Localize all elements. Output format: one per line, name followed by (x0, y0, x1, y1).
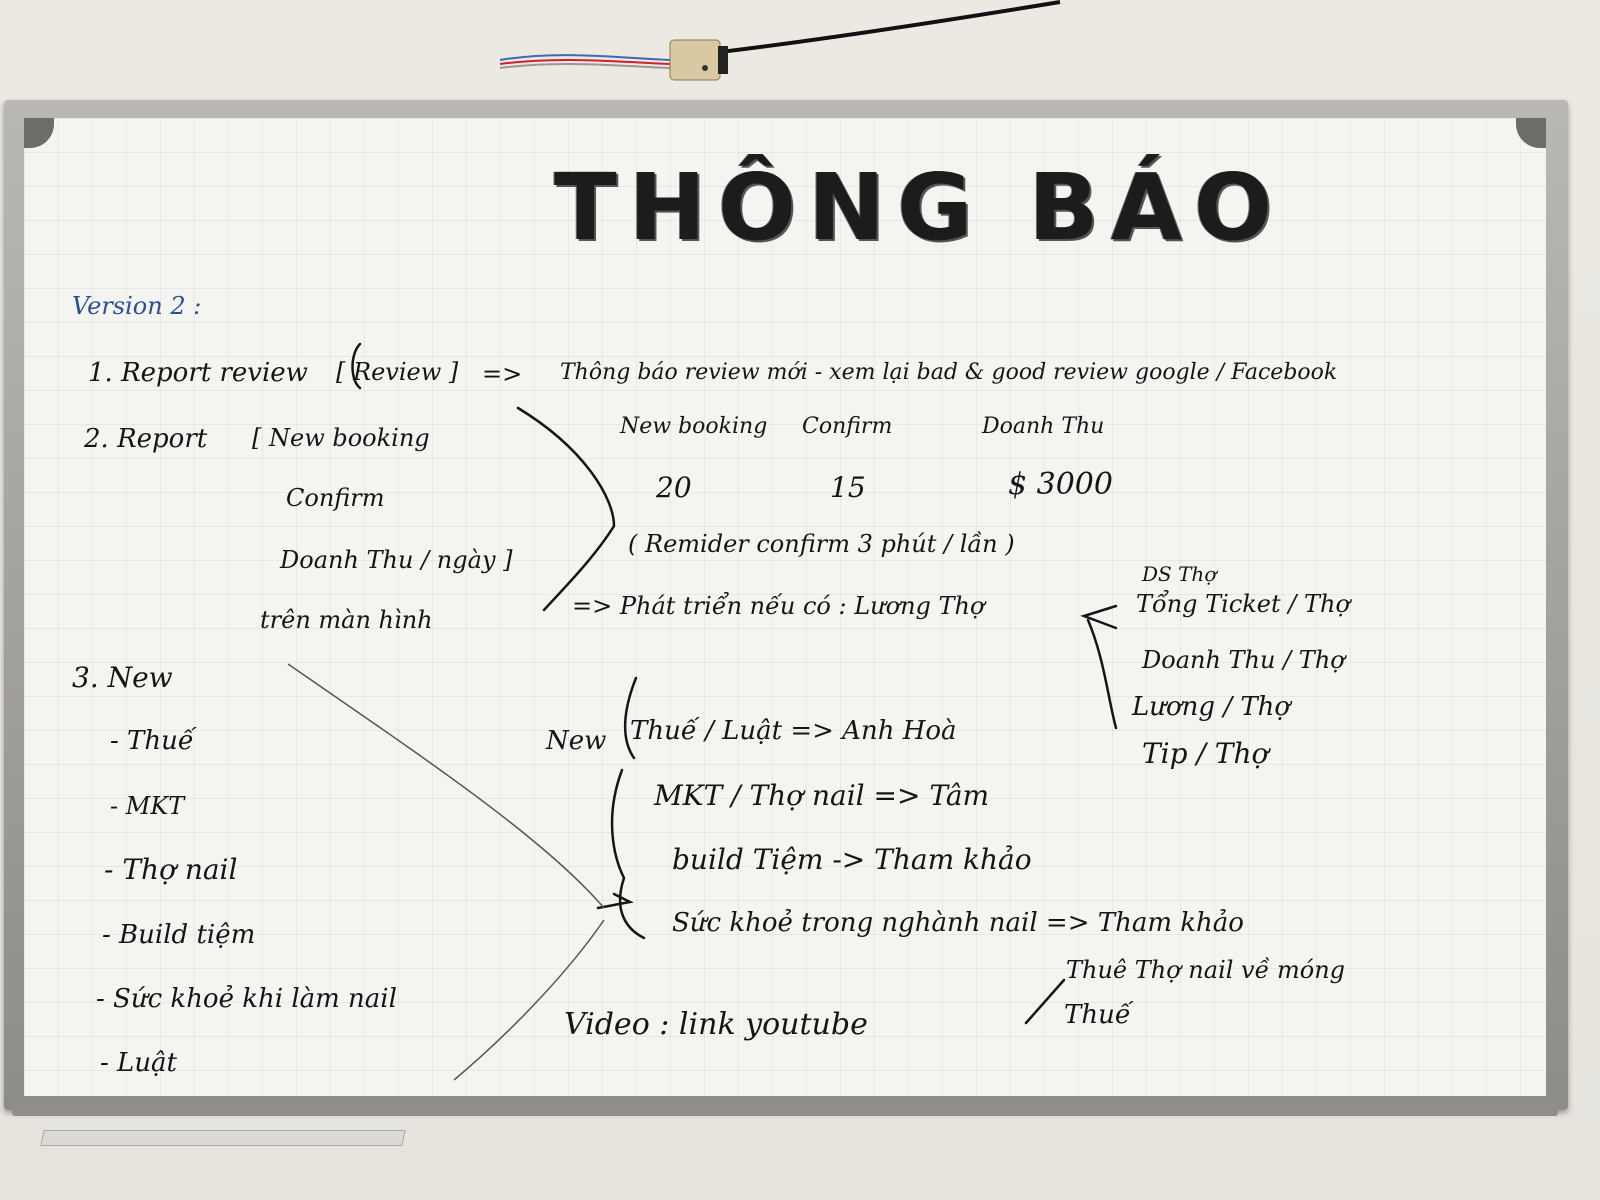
video-note: Thuế (1064, 1000, 1131, 1030)
side-list-item: Tổng Ticket / Thợ (1136, 590, 1350, 618)
new-section-row: MKT / Thợ nail => Tâm (654, 779, 990, 812)
video-note: Thuê Thợ nail về móng (1066, 956, 1346, 984)
version-label: Version 2 : (72, 292, 202, 320)
item3-list-item: - MKT (110, 792, 185, 820)
table-value: 20 (656, 471, 692, 504)
item1-result: Thông báo review mới - xem lại bad & goo… (560, 360, 1338, 385)
item2-line: [ New booking (252, 424, 430, 452)
faint-line (453, 919, 605, 1081)
side-list-item: Tip / Thợ (1142, 737, 1269, 770)
eraser (40, 1130, 406, 1146)
item3-list-item: - Sức khoẻ khi làm nail (96, 984, 397, 1014)
marker-strokes (287, 342, 1118, 1081)
side-list-item: Lương / Thợ (1132, 692, 1291, 722)
item3-list-item: - Build tiệm (102, 920, 256, 950)
item3-list-item: - Thuế (110, 726, 194, 756)
item1-label: 1. Report review (88, 358, 308, 388)
side-list-item: DS Thợ (1142, 562, 1217, 586)
item2-line: Doanh Thu / ngày ] (280, 546, 513, 574)
item3-list-item: - Luật (100, 1048, 178, 1078)
arrow-stroke (1086, 618, 1118, 730)
bracket-stroke (351, 342, 362, 390)
board-title: THÔNG BÁO (554, 154, 1285, 261)
table-header: New booking (620, 414, 768, 439)
arrow-stroke (596, 892, 634, 910)
item2-line: trên màn hình (260, 606, 433, 634)
brace-stroke (516, 406, 616, 612)
table-header: Confirm (802, 414, 893, 439)
arrow-stroke (1024, 978, 1066, 1025)
whiteboard: THÔNG BÁO Version 2 : 1. Report review [… (24, 118, 1546, 1096)
new-section-row: Sức khoẻ trong nghành nail => Tham khảo (672, 908, 1244, 938)
item1-arrow: => (482, 360, 523, 388)
table-value: 15 (830, 471, 866, 504)
new-section-label: New (546, 726, 607, 756)
faint-line (287, 663, 605, 909)
table-value: $ 3000 (1008, 467, 1113, 502)
item1-bracket: [ Review ] (336, 358, 459, 386)
item3-label: 3. New (72, 661, 173, 694)
item3-list-item: - Thợ nail (104, 853, 238, 886)
power-cable-icon (499, 0, 1061, 81)
new-section-row: build Tiệm -> Tham khảo (672, 843, 1032, 876)
table-header: Doanh Thu (982, 414, 1105, 439)
side-list-item: Doanh Thu / Thợ (1142, 646, 1345, 674)
develop-note: => Phát triển nếu có : Lương Thợ (572, 592, 985, 620)
brace-stroke (623, 676, 638, 760)
marker-tray (12, 1104, 1558, 1116)
new-section-row: Thuế / Luật => Anh Hoà (630, 716, 957, 746)
item2-line: Confirm (286, 484, 385, 512)
video-label: Video : link youtube (564, 1007, 868, 1042)
item2-label: 2. Report (84, 424, 208, 454)
brace-stroke (610, 768, 646, 940)
reminder-note: ( Remider confirm 3 phút / lần ) (628, 530, 1015, 558)
arrow-stroke (1080, 604, 1118, 630)
